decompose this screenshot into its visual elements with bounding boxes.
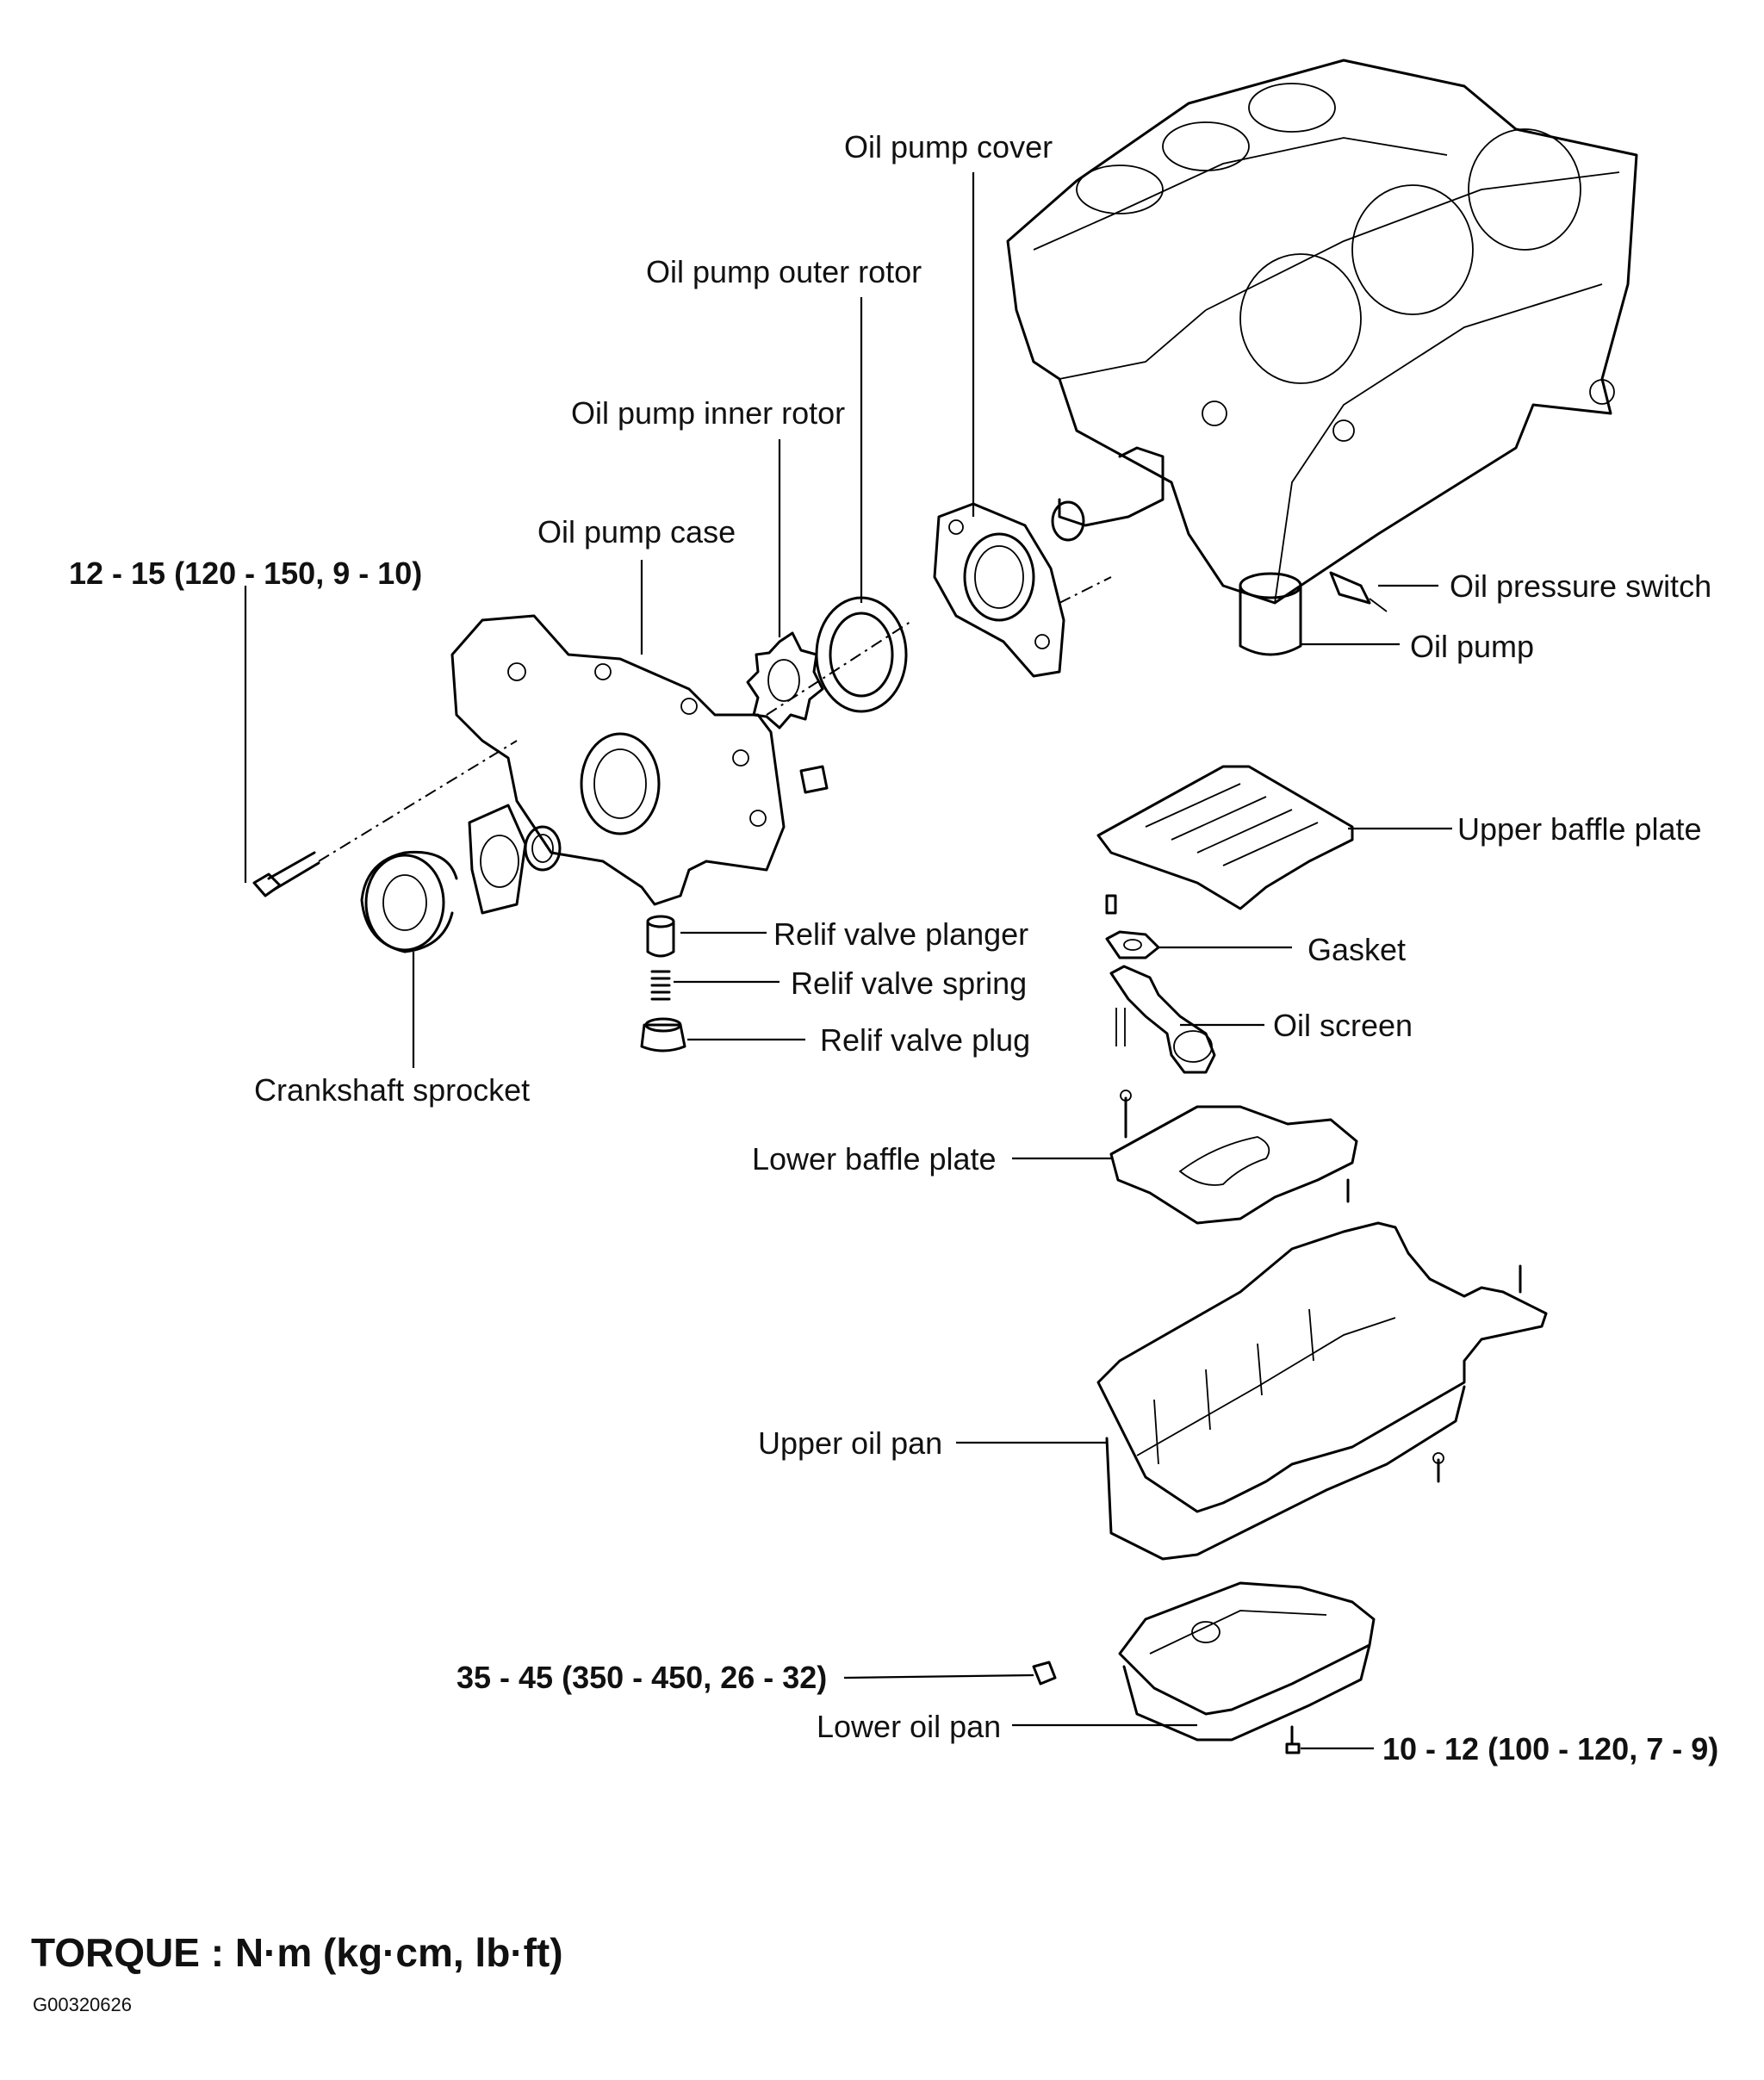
lower-baffle-plate-drawing bbox=[1109, 1090, 1358, 1225]
oil-pump-case-drawing bbox=[450, 614, 829, 906]
engine-block-drawing bbox=[1006, 59, 1638, 656]
oil-pump-cover-drawing bbox=[933, 502, 1065, 678]
torque-drain-plug: 35 - 45 (350 - 450, 26 - 32) bbox=[457, 1660, 828, 1695]
alignment-lines bbox=[318, 576, 1112, 862]
label-oil-pump-outer-rotor: Oil pump outer rotor bbox=[646, 254, 922, 289]
label-upper-oil-pan: Upper oil pan bbox=[758, 1425, 943, 1461]
label-relif-valve-plug: Relif valve plug bbox=[820, 1022, 1031, 1058]
torque-lower-pan-bolt: 10 - 12 (100 - 120, 7 - 9) bbox=[1382, 1731, 1719, 1766]
upper-baffle-plate-drawing bbox=[1096, 765, 1354, 915]
label-relif-valve-spring: Relif valve spring bbox=[791, 965, 1028, 1001]
label-lower-oil-pan: Lower oil pan bbox=[817, 1709, 1002, 1744]
torque-pump-case-bolt: 12 - 15 (120 - 150, 9 - 10) bbox=[69, 556, 423, 591]
outer-rotor-drawing bbox=[815, 596, 908, 713]
lower-oil-pan-drawing bbox=[1032, 1581, 1376, 1754]
leader-lines bbox=[244, 172, 1452, 1750]
upper-oil-pan-drawing bbox=[1096, 1221, 1548, 1561]
label-oil-pump: Oil pump bbox=[1410, 629, 1535, 664]
relief-valve-drawing bbox=[640, 915, 686, 1052]
crankshaft-sprocket-drawing bbox=[360, 804, 562, 953]
label-oil-pump-cover: Oil pump cover bbox=[844, 129, 1053, 165]
figure-id: G00320626 bbox=[33, 1994, 132, 2015]
inner-rotor-drawing bbox=[746, 631, 824, 730]
pump-bolt-drawing bbox=[252, 851, 320, 897]
label-oil-pump-case: Oil pump case bbox=[537, 514, 736, 549]
label-oil-screen: Oil screen bbox=[1273, 1008, 1413, 1043]
label-gasket: Gasket bbox=[1307, 932, 1407, 967]
torque-units-legend: TORQUE : N·m (kg·cm, lb·ft) bbox=[31, 1930, 563, 1975]
label-relif-valve-planger: Relif valve planger bbox=[773, 916, 1029, 952]
label-upper-baffle-plate: Upper baffle plate bbox=[1457, 811, 1702, 847]
label-oil-pump-inner-rotor: Oil pump inner rotor bbox=[571, 395, 846, 431]
label-crankshaft-sprocket: Crankshaft sprocket bbox=[254, 1072, 531, 1108]
oil-screen-drawing bbox=[1105, 930, 1216, 1074]
label-oil-pressure-switch: Oil pressure switch bbox=[1450, 568, 1712, 604]
label-lower-baffle-plate: Lower baffle plate bbox=[752, 1141, 997, 1177]
